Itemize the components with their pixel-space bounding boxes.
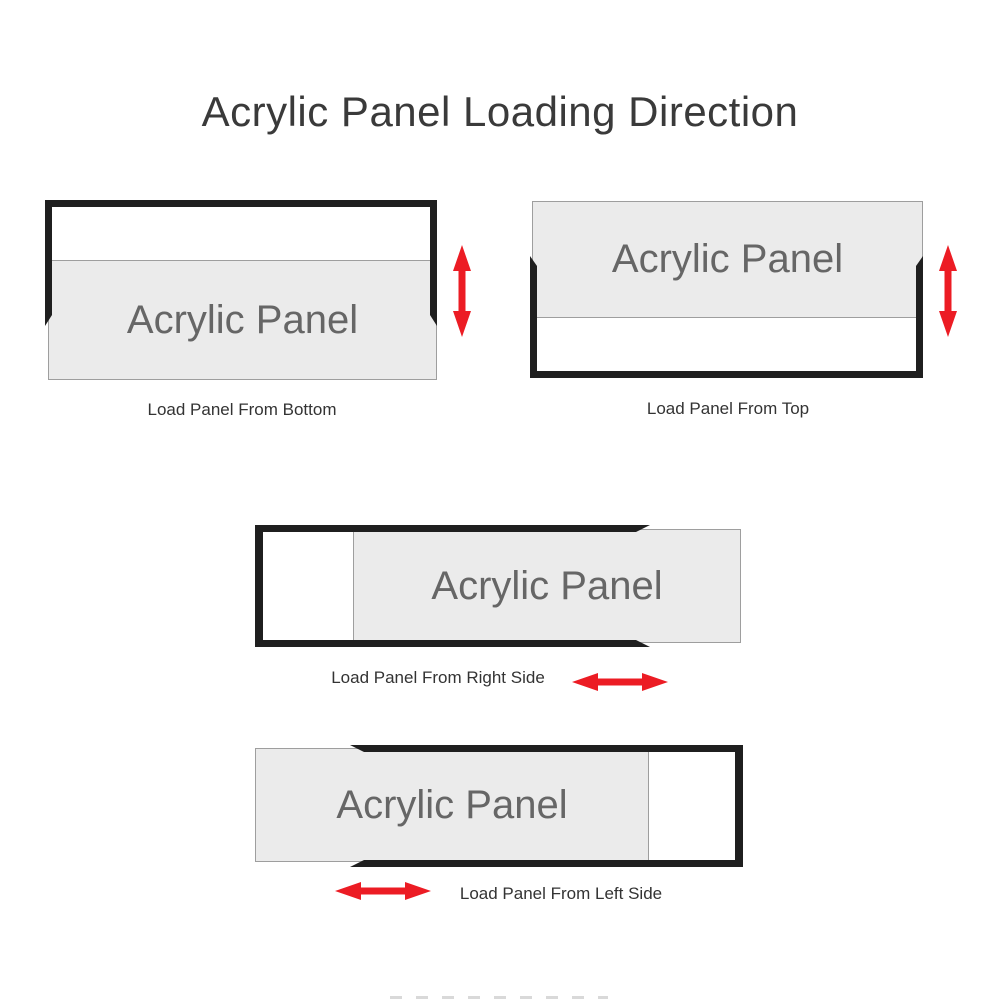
- caption-load-right: Load Panel From Right Side: [331, 668, 545, 687]
- caption-load-bottom: Load Panel From Bottom: [147, 400, 337, 419]
- panel-label: Acrylic Panel: [431, 563, 663, 608]
- vertical-arrow-icon-load-top: [939, 245, 957, 337]
- acrylic-panel-load-right: Acrylic Panel: [353, 529, 741, 643]
- acrylic-panel-load-bottom: Acrylic Panel: [48, 260, 437, 380]
- panel-label: Acrylic Panel: [611, 237, 844, 281]
- panel-label: Acrylic Panel: [336, 782, 568, 827]
- cutoff-text-sliver: [390, 996, 608, 999]
- page-title: Acrylic Panel Loading Direction: [201, 88, 799, 135]
- acrylic-panel-load-top: Acrylic Panel: [532, 201, 923, 318]
- acrylic-panel-load-left: Acrylic Panel: [255, 748, 649, 862]
- caption-load-top: Load Panel From Top: [646, 399, 810, 418]
- vertical-arrow-icon-load-bottom: [453, 245, 471, 337]
- horizontal-arrow-icon-load-right: [572, 673, 668, 691]
- horizontal-arrow-icon-load-left: [335, 882, 431, 900]
- panel-label: Acrylic Panel: [126, 297, 359, 342]
- caption-load-left: Load Panel From Left Side: [459, 884, 663, 903]
